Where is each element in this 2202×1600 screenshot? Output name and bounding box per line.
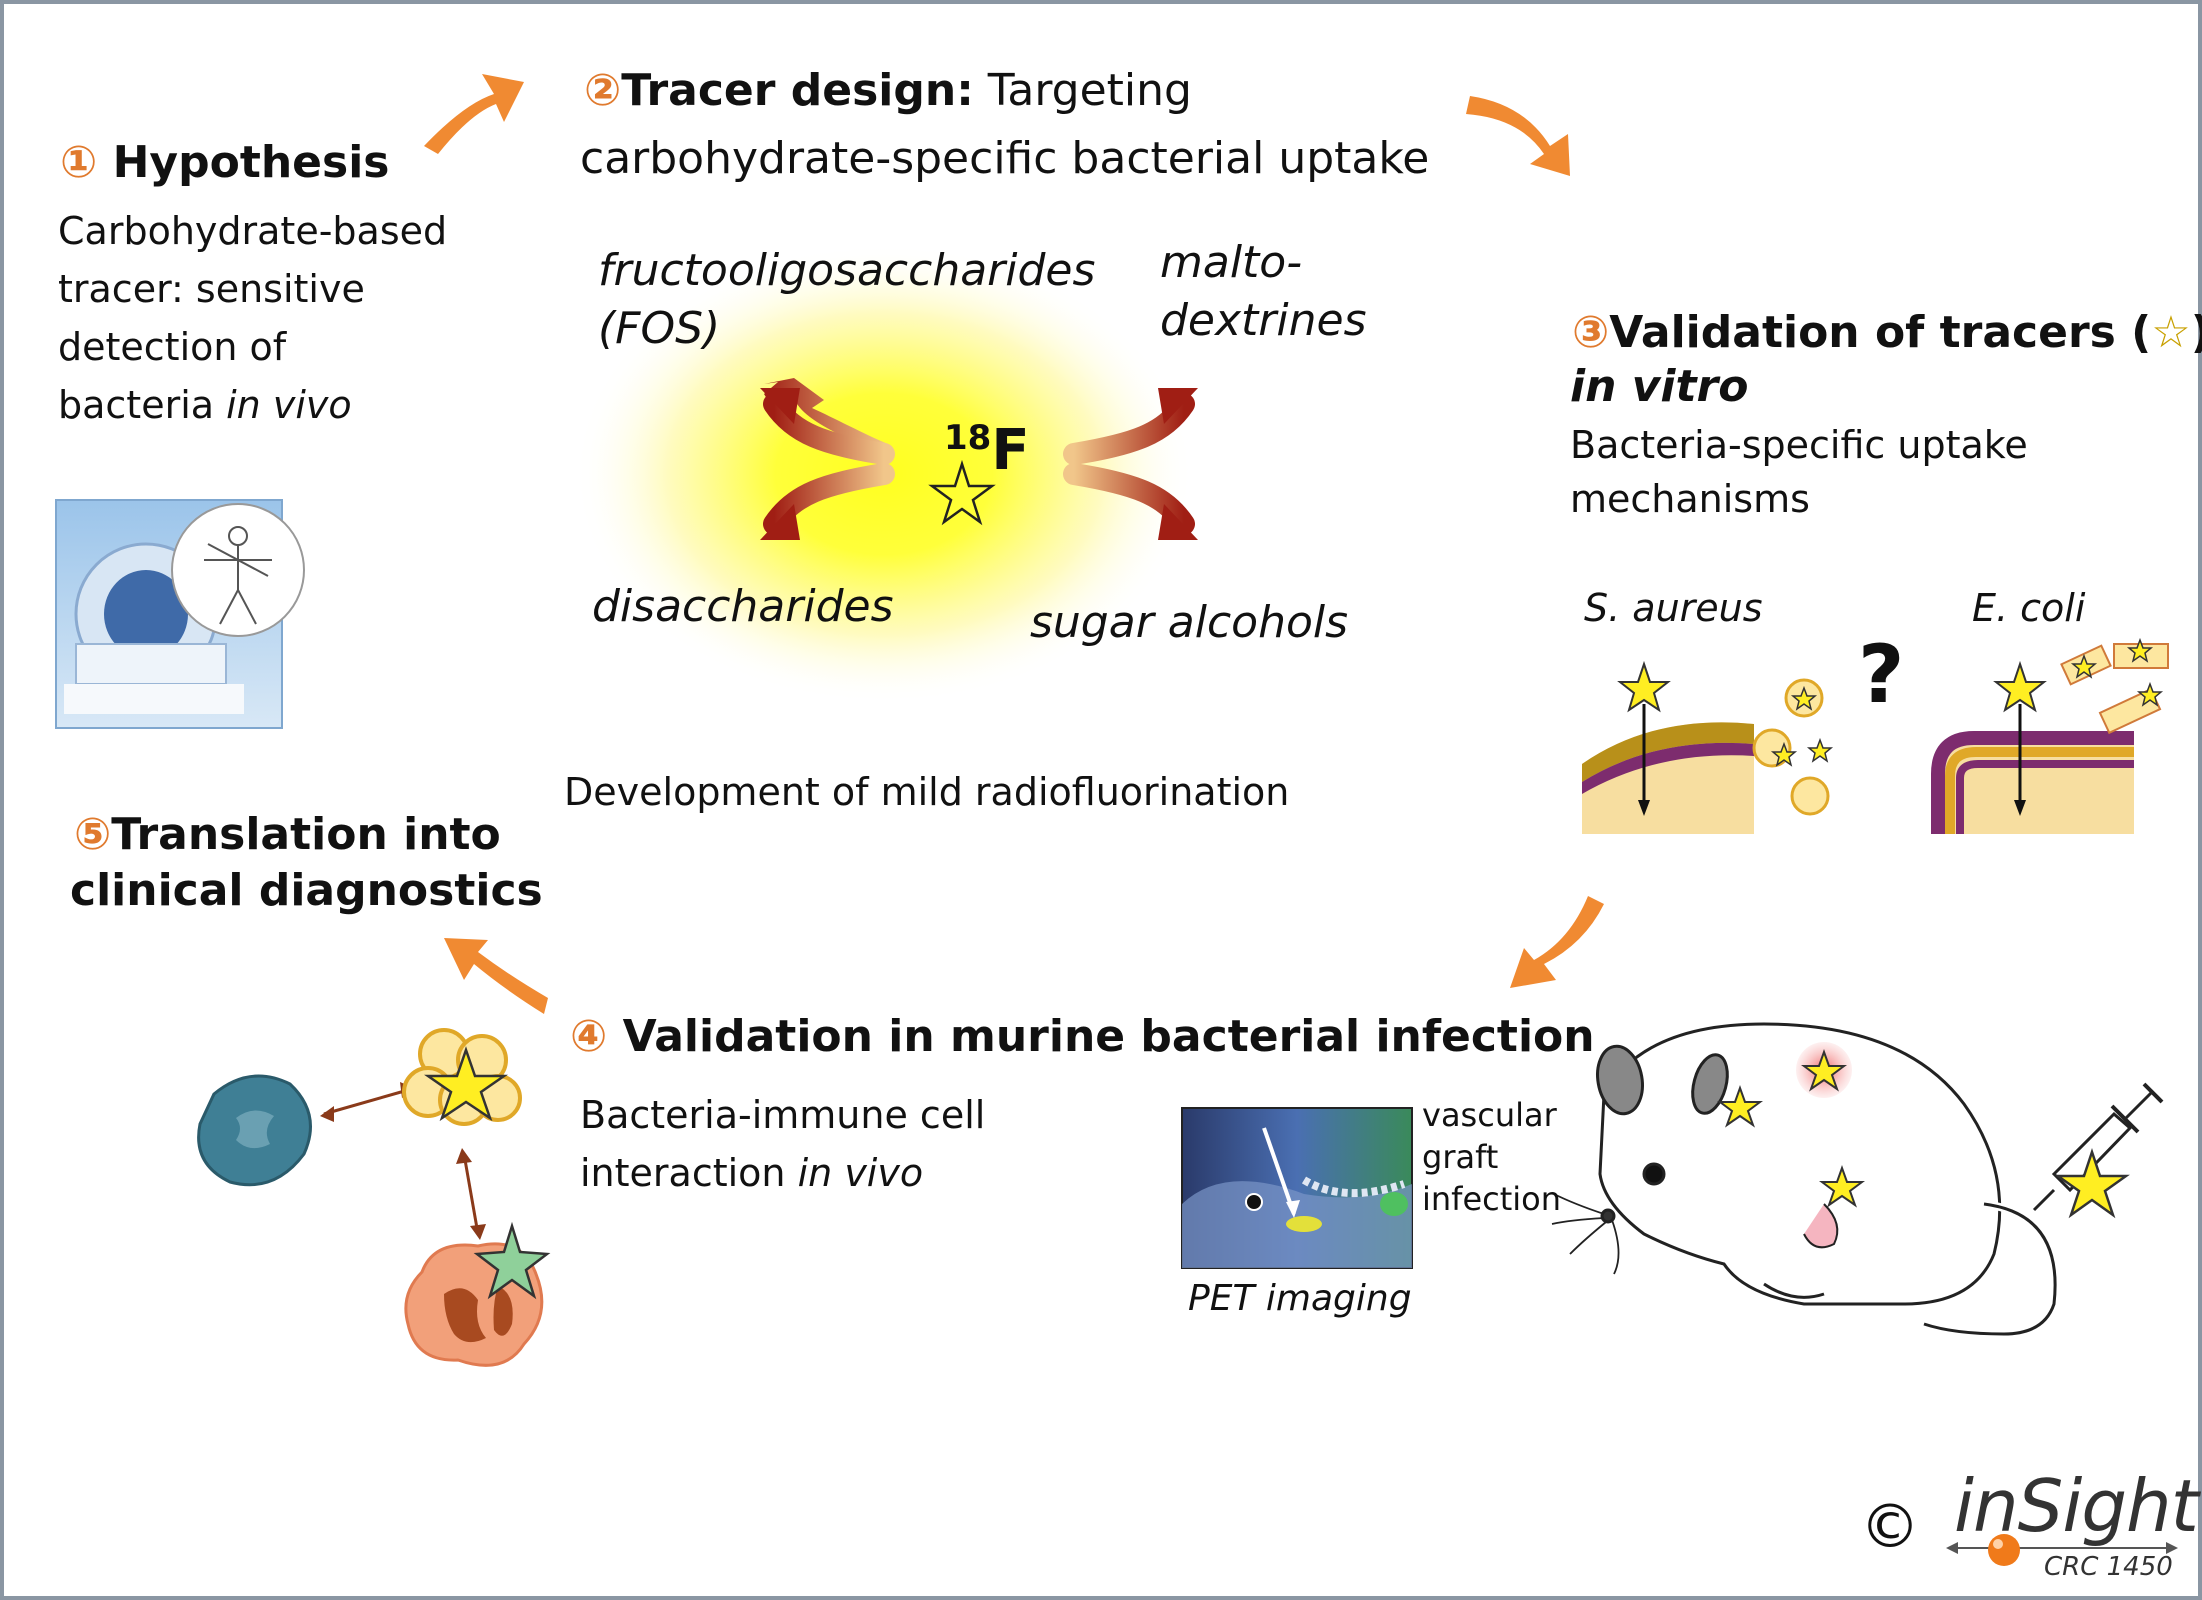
- step1-number: ①: [60, 137, 98, 188]
- step4-title-text: Validation in murine bacterial infection: [622, 1011, 1595, 1062]
- pet-annotation: vascular graft infection: [1422, 1096, 1562, 1218]
- step3-number: ③: [1572, 307, 1610, 358]
- step1-line2: tracer: sensitive: [58, 267, 365, 311]
- tracer-star-icon: [1993, 660, 2047, 713]
- pet-caption: PET imaging: [1188, 1278, 1412, 1319]
- radiofluorination-text: Development of mild radiofluorination: [564, 770, 1290, 814]
- step4-description: Bacteria-immune cell interaction in vivo: [580, 1093, 986, 1195]
- mri-scanner-image: [55, 499, 305, 729]
- pet-scan-image: [1181, 1107, 1413, 1269]
- step3-title: ③Validation of tracers (☆): [1572, 306, 2202, 360]
- arrow-1-to-2: [424, 74, 524, 154]
- step3-description: Bacteria-specific uptake mechanisms: [1570, 423, 2028, 521]
- step1-description: Carbohydrate-based tracer: sensitive det…: [58, 202, 447, 434]
- tracer-star-icon: [1801, 1049, 1847, 1092]
- tracer-star-icon: [1717, 1085, 1763, 1128]
- step5-number: ⑤: [74, 809, 112, 860]
- tracer-star-icon: [424, 1046, 508, 1122]
- step4-title: ④ Validation in murine bacterial infecti…: [570, 1010, 1595, 1064]
- tracer-star-icon: [928, 459, 996, 526]
- s-aureus-cell: [1582, 660, 1834, 834]
- arrow-4-to-5: [444, 938, 548, 1014]
- maltodextrines-label: malto- dextrines: [1160, 237, 1367, 346]
- step4-number: ④: [570, 1011, 608, 1062]
- e-coli-cell: [1931, 637, 2169, 834]
- red-branch-arrows: [760, 378, 1198, 540]
- step2-title: ②Tracer design: Targeting: [584, 64, 1192, 118]
- tracer-star-icon: [1617, 660, 1671, 713]
- step5-title-line2: clinical diagnostics: [70, 865, 543, 916]
- question-mark: ?: [1858, 628, 1905, 721]
- s-aureus-label: S. aureus: [1584, 586, 1763, 630]
- sugar-alcohols-label: sugar alcohols: [1030, 597, 1349, 648]
- step1-line4: bacteria in vivo: [58, 383, 352, 427]
- e-coli-label: E. coli: [1972, 586, 2086, 630]
- isotope-symbol: F: [991, 418, 1030, 483]
- copyright-symbol: ©: [1860, 1492, 1920, 1562]
- crc-label: CRC 1450: [2044, 1552, 2173, 1582]
- fos-label: fructooligosaccharides (FOS): [598, 245, 1096, 354]
- step1-title-text: Hypothesis: [112, 137, 390, 188]
- insight-logo-graphic: [1946, 1534, 2178, 1566]
- disaccharides-label: disaccharides: [592, 581, 894, 632]
- step1-line3: detection of: [58, 325, 287, 369]
- isotope-mass: 18: [944, 418, 992, 458]
- step2-title-bold: Tracer design:: [621, 65, 974, 116]
- small-star-icon: ☆: [2151, 307, 2191, 358]
- cycle-arrows: [424, 74, 1604, 1014]
- step2-title-rest: Targeting: [973, 65, 1192, 116]
- mouse-illustration: [1551, 1022, 2164, 1339]
- step5-title: ⑤Translation into: [74, 809, 501, 860]
- syringe-star-icon: [2054, 1148, 2130, 1219]
- tracer-star-icon: [1819, 1165, 1865, 1208]
- step2-number: ②: [584, 65, 622, 116]
- isotope-label: 18F: [944, 418, 1030, 483]
- immune-interaction-illustration: [197, 1028, 551, 1367]
- step3-title-text: Validation of tracers (: [1609, 307, 2152, 358]
- step1-line1: Carbohydrate-based: [58, 209, 448, 253]
- step3-in-vitro: in vitro: [1570, 361, 1749, 412]
- step2-line2: carbohydrate-specific bacterial uptake: [580, 133, 1430, 184]
- insight-logo-text: inSight: [1954, 1464, 2199, 1548]
- arrow-2-to-3: [1466, 96, 1570, 176]
- step1-title: ① Hypothesis: [60, 136, 389, 190]
- arrow-3-to-4: [1510, 896, 1604, 988]
- diagram-graphics: [55, 74, 2178, 1566]
